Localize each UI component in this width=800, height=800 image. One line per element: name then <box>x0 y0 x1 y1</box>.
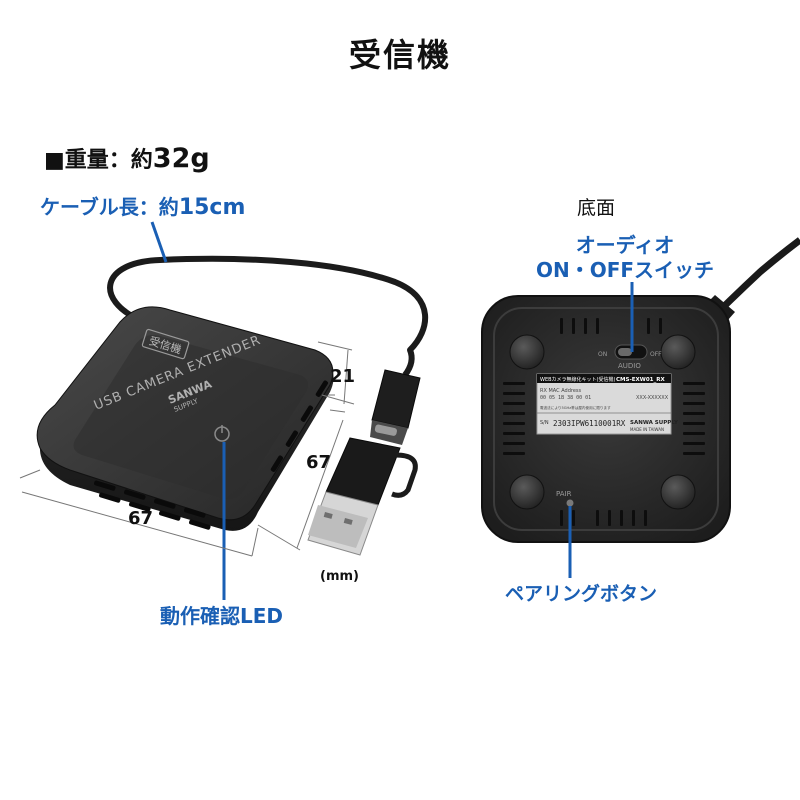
audio-switch-label: オーディオ ON・OFFスイッチ <box>525 233 725 283</box>
pairing-button-label: ペアリングボタン <box>505 583 658 605</box>
weight-prefix: ■重量：約 <box>44 148 153 173</box>
dimension-unit: (mm) <box>320 569 359 584</box>
sticker-brand: SANWA SUPPLY <box>630 420 679 426</box>
cable-length-label: ケーブル長：約15cm <box>40 191 245 220</box>
switch-on-text: ON <box>598 351 607 358</box>
dimension-lines <box>19 341 355 557</box>
bottom-view-label: 底面 <box>577 197 616 219</box>
sticker-serial-label: S/N <box>540 420 549 426</box>
receiver-device-top-view <box>36 306 334 531</box>
cable-callout-line <box>150 221 168 263</box>
dimension-width: 67 <box>128 508 154 529</box>
sticker-mac-label: RX MAC Address <box>540 388 582 394</box>
sticker-model: CMS-EXW01_RX <box>616 377 665 383</box>
weight-label: ■重量：約32g <box>44 142 210 174</box>
cable-prefix: ケーブル長：約 <box>40 195 179 219</box>
sticker-mac: 00 05 1B 38 00 01 <box>540 395 591 401</box>
switch-off-text: OFF <box>650 351 662 358</box>
audio-switch-label-line1: オーディオ <box>575 233 675 257</box>
sticker-product-name: WEBカメラ無線化キット(受信機) <box>540 376 615 383</box>
pair-text: PAIR <box>556 490 572 498</box>
led-label: 動作確認LED <box>160 604 284 628</box>
page-title: 受信機 <box>348 36 451 74</box>
switch-audio-text: AUDIO <box>618 362 641 370</box>
dimension-depth: 67 <box>306 452 332 473</box>
cable-loop <box>107 255 429 353</box>
audio-switch-label-line2: ON・OFFスイッチ <box>535 258 715 282</box>
sticker-note: 電波法により5GHz帯は屋内使用に限ります <box>540 405 611 410</box>
sticker-serial: 2303IPW6110001RX <box>553 419 626 428</box>
usb-connector <box>307 348 421 556</box>
receiver-device-bottom-view <box>481 237 800 543</box>
weight-value: 32g <box>152 143 210 174</box>
dimension-height: 21 <box>330 366 356 387</box>
sticker-cert: XXX-XXXXXX <box>636 395 669 401</box>
cable-value: 15cm <box>178 195 246 220</box>
sticker-origin: MADE IN TAIWAN <box>630 427 664 432</box>
